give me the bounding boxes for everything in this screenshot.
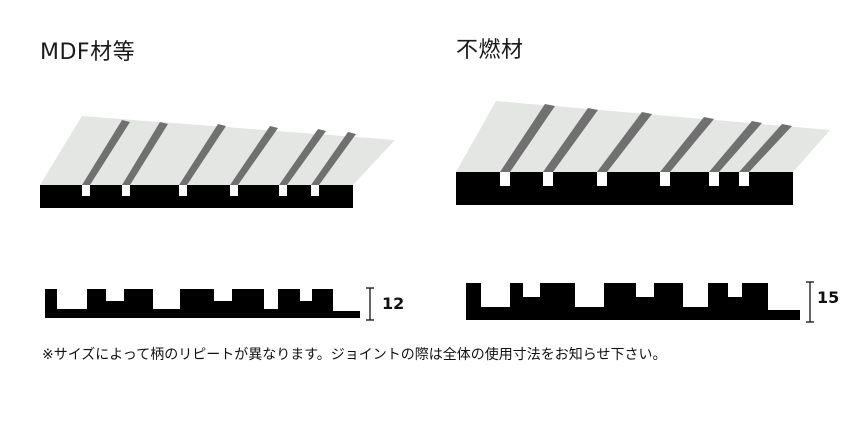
mdf-groove-side — [179, 124, 226, 185]
nf-groove-side — [500, 104, 555, 172]
mdf-top-face — [40, 116, 395, 185]
footnote: ※サイズによって柄のリピートが異なります。ジョイントの際は全体の使用寸法をお知ら… — [42, 347, 667, 363]
nonflammable-profile-section — [466, 281, 814, 323]
nonflammable-3d-panel — [456, 101, 830, 205]
mdf-thickness-label: 12 — [382, 294, 405, 313]
mdf-groove-side — [230, 126, 278, 185]
mdf-groove-side — [311, 132, 356, 185]
nf-groove-side — [709, 121, 762, 172]
mdf-profile-shape — [45, 289, 360, 318]
mdf-groove-side — [279, 129, 326, 185]
mdf-front-profile — [40, 185, 353, 208]
mdf-groove-side — [122, 122, 168, 185]
nf-groove-side — [597, 112, 652, 172]
mdf-groove-side — [82, 120, 130, 185]
nf-thickness-marker — [806, 281, 814, 323]
nonflammable-thickness-label: 15 — [817, 288, 840, 307]
mdf-3d-panel — [40, 116, 395, 208]
nf-groove-side — [543, 108, 598, 172]
nf-groove-side — [739, 124, 792, 172]
nf-groove-side — [660, 117, 714, 172]
nf-profile-shape — [466, 283, 800, 320]
nf-top-face — [456, 101, 830, 172]
mdf-title: MDF材等 — [40, 40, 136, 65]
mdf-profile-section — [45, 287, 374, 321]
mdf-thickness-marker — [366, 287, 374, 321]
nonflammable-title: 不燃材 — [456, 38, 524, 63]
nf-front-profile — [456, 172, 793, 205]
